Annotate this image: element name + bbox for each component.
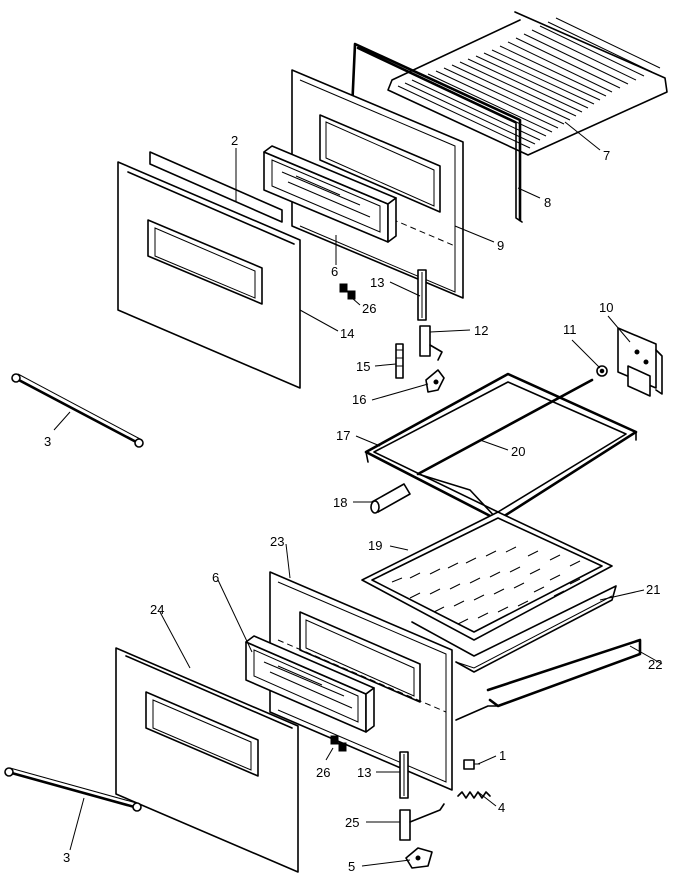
hinge-lower bbox=[399, 803, 445, 841]
callout-10: 10 bbox=[599, 300, 613, 315]
spring bbox=[457, 791, 491, 799]
callout-4: 4 bbox=[498, 800, 505, 815]
callout-9: 9 bbox=[497, 238, 504, 253]
callout-6-upper: 6 bbox=[331, 264, 338, 279]
callout-25: 25 bbox=[345, 815, 359, 830]
leader-lines bbox=[53, 121, 663, 867]
callout-14: 14 bbox=[340, 326, 354, 341]
hinge-bracket bbox=[395, 343, 404, 379]
callout-7: 7 bbox=[603, 148, 610, 163]
clip-upper bbox=[339, 283, 356, 300]
callout-11: 11 bbox=[563, 322, 577, 337]
door-handle-upper bbox=[11, 373, 144, 448]
outer-door-panel-upper bbox=[117, 161, 301, 389]
window-pack-lower bbox=[245, 635, 375, 733]
callout-23: 23 bbox=[270, 534, 284, 549]
callout-18: 18 bbox=[333, 495, 347, 510]
callout-2: 2 bbox=[231, 133, 238, 148]
callout-3-lower: 3 bbox=[63, 850, 70, 865]
clip-lower bbox=[330, 735, 347, 752]
callout-26-upper: 26 bbox=[362, 301, 376, 316]
hinge-receptacle bbox=[419, 325, 443, 361]
roller-wheel bbox=[596, 365, 608, 377]
oven-rack bbox=[387, 11, 668, 156]
callout-26-lower: 26 bbox=[316, 765, 330, 780]
broiler-pan bbox=[411, 585, 617, 673]
callout-6-lower: 6 bbox=[212, 570, 219, 585]
callout-20: 20 bbox=[511, 444, 525, 459]
drawer-slide-rail bbox=[455, 638, 642, 721]
hinge-arm-lower bbox=[399, 751, 409, 799]
callout-13-lower: 13 bbox=[357, 765, 371, 780]
callout-8: 8 bbox=[544, 195, 551, 210]
slide-rod bbox=[416, 378, 594, 521]
callout-19: 19 bbox=[368, 538, 382, 553]
callout-21: 21 bbox=[646, 582, 660, 597]
hinge-arm-upper bbox=[417, 269, 427, 321]
callout-22: 22 bbox=[648, 657, 662, 672]
drawer-frame bbox=[364, 372, 638, 529]
callout-13-upper: 13 bbox=[370, 275, 384, 290]
door-handle-lower bbox=[4, 767, 142, 812]
hinge-mount bbox=[405, 847, 433, 869]
callout-1: 1 bbox=[499, 748, 506, 763]
latch-plate bbox=[425, 369, 445, 393]
callout-12: 12 bbox=[474, 323, 488, 338]
switch-bracket bbox=[617, 327, 663, 397]
roller-tube bbox=[370, 483, 411, 514]
callout-labels: 2 7 8 9 6 13 26 14 12 15 16 11 10 17 20 … bbox=[44, 133, 662, 874]
broiler-pan-insert bbox=[361, 511, 613, 641]
callout-17: 17 bbox=[336, 428, 350, 443]
outer-drawer-panel bbox=[115, 647, 299, 873]
callout-16: 16 bbox=[352, 392, 366, 407]
callout-3-upper: 3 bbox=[44, 434, 51, 449]
window-pack-upper bbox=[263, 145, 397, 243]
door-top-trim bbox=[149, 151, 283, 223]
callout-24: 24 bbox=[150, 602, 164, 617]
callout-5: 5 bbox=[348, 859, 355, 874]
callout-15: 15 bbox=[356, 359, 370, 374]
screw bbox=[463, 759, 480, 770]
